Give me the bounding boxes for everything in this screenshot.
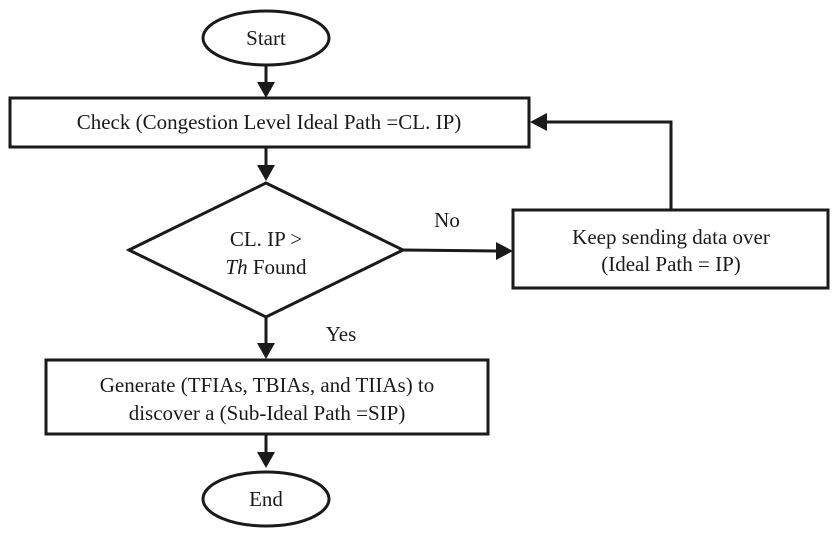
generate-label-line1: Generate (TFIAs, TBIAs, and TIIAs) to xyxy=(100,373,435,397)
start-node: Start xyxy=(201,9,331,67)
decision-found-text: Found xyxy=(248,255,307,279)
arrow-decision-to-generate xyxy=(257,317,275,359)
check-label: Check (Congestion Level Ideal Path =CL. … xyxy=(77,110,462,134)
decision-threshold-symbol: Th xyxy=(225,255,247,279)
decision-label-line2: Th Found xyxy=(225,255,307,279)
arrow-decision-to-keep-sending xyxy=(402,242,513,260)
arrow-loop-back-to-check xyxy=(530,113,673,210)
check-node: Check (Congestion Level Ideal Path =CL. … xyxy=(8,96,531,149)
arrow-generate-to-end xyxy=(257,434,275,468)
yes-edge-label: Yes xyxy=(326,322,357,346)
start-label: Start xyxy=(246,26,286,50)
generate-label-line2: discover a (Sub-Ideal Path =SIP) xyxy=(129,401,406,425)
decision-node: CL. IP > Th Found xyxy=(125,181,407,319)
arrow-check-to-decision xyxy=(257,147,275,181)
no-edge-label: No xyxy=(434,208,460,232)
decision-label-line1: CL. IP > xyxy=(230,227,302,251)
keep-sending-node: Keep sending data over (Ideal Path = IP) xyxy=(511,208,830,290)
keep-sending-label-line2: (Ideal Path = IP) xyxy=(601,252,741,276)
end-label: End xyxy=(249,487,283,511)
end-node: End xyxy=(201,470,331,528)
arrow-start-to-check xyxy=(257,65,275,98)
keep-sending-label-line1: Keep sending data over xyxy=(572,225,770,249)
generate-node: Generate (TFIAs, TBIAs, and TIIAs) to di… xyxy=(44,358,490,436)
